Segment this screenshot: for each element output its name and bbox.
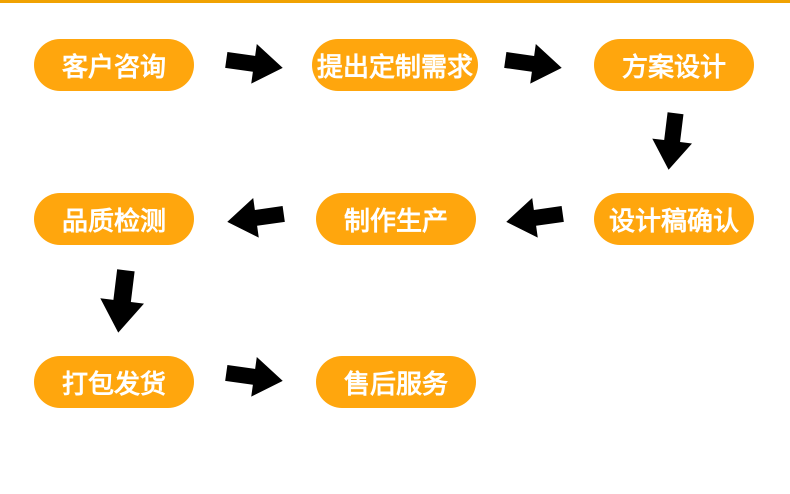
step-quality-inspection: 品质检测	[34, 193, 194, 245]
step-design-draft-confirm: 设计稿确认	[594, 193, 754, 245]
step-customer-inquiry: 客户咨询	[34, 39, 194, 91]
arrow-right-icon	[225, 357, 283, 397]
arrow-left-icon	[506, 198, 564, 238]
step-packing-shipping: 打包发货	[34, 356, 194, 408]
arrow-right-icon	[225, 44, 283, 84]
arrow-down-icon	[652, 112, 692, 170]
flow-arrow-3	[643, 112, 701, 170]
flow-arrow-2	[504, 41, 563, 87]
step-solution-design: 方案设计	[594, 39, 754, 91]
arrow-left-icon	[227, 198, 285, 238]
arrow-down-icon	[100, 269, 144, 333]
top-accent-bar	[0, 0, 790, 3]
flow-arrow-7	[225, 354, 284, 400]
flow-arrow-1	[225, 41, 284, 87]
step-custom-requirements: 提出定制需求	[312, 39, 478, 91]
flow-arrow-5	[226, 195, 285, 241]
flow-arrow-4	[505, 195, 564, 241]
step-production: 制作生产	[316, 193, 476, 245]
flow-arrow-6	[93, 269, 151, 333]
arrow-right-icon	[504, 44, 562, 84]
step-after-sales-service: 售后服务	[316, 356, 476, 408]
